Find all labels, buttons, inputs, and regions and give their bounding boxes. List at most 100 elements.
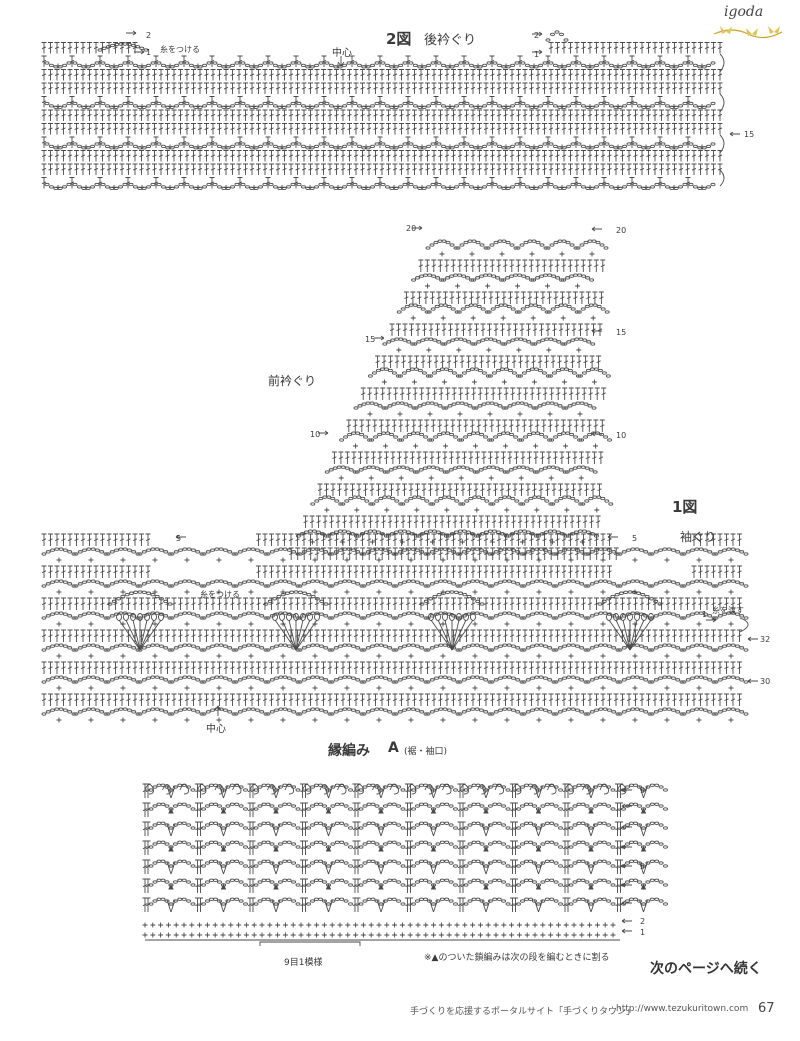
chain-stitch-symbol [94,142,100,146]
chain-stitch-symbol [587,239,593,243]
chain-stitch-symbol [122,675,128,679]
chain-stitch-symbol [168,864,174,868]
chain-stitch-symbol [532,303,538,307]
chain-stitch-symbol [267,599,273,603]
dc-stitch-symbol [420,355,426,368]
dc-stitch-symbol [541,259,547,272]
dc-stitch-symbol [554,259,560,272]
dc-stitch-symbol [607,150,612,162]
sc-stitch-symbol [419,104,425,109]
chain-stitch-symbol [536,495,542,499]
chain-stitch-symbol [468,63,474,68]
dc-stitch-symbol [724,629,729,642]
chain-stitch-symbol [94,612,100,616]
dc-stitch-symbol [158,150,164,162]
chain-stitch-symbol [493,646,499,650]
dc-stitch-symbol [535,82,541,94]
chain-stitch-symbol [323,582,329,586]
chain-stitch-symbol [553,680,559,684]
dc-stitch-symbol [158,629,164,642]
sc-stitch-symbol [314,922,320,928]
dc-stitch-symbol [717,661,723,674]
sc-stitch-symbol [589,251,595,257]
dc-stitch-symbol [385,419,391,432]
dc-stitch-symbol [441,483,446,496]
dc-stitch-symbol [691,693,697,706]
chain-stitch-symbol [707,550,713,554]
chain-stitch-symbol [397,614,403,618]
chain-stitch-symbol [430,142,436,146]
sc-stitch-symbol [536,685,542,691]
sc-stitch-symbol [344,717,350,723]
dc-stitch-symbol [418,533,424,546]
chain-stitch-symbol [654,182,660,187]
fan-puff-symbol [158,613,164,621]
dc-stitch-symbol [132,693,138,706]
chain-stitch-symbol [503,406,509,410]
dc-stitch-symbol [493,323,499,336]
chain-stitch-symbol [553,240,559,245]
dc-stitch-symbol [329,515,335,528]
dc-stitch-symbol [353,547,359,560]
dc-stitch-symbol [178,693,183,706]
sc-stitch-symbol [344,621,350,627]
chain-stitch-symbol [460,502,466,506]
dc-stitch-symbol [153,177,159,189]
v-stitch-symbol [639,899,648,913]
dc-stitch-symbol [249,597,255,610]
sc-stitch-symbol [545,283,551,289]
dc-stitch-symbol [93,661,99,674]
chain-stitch-symbol [498,612,504,616]
chain-stitch-symbol [533,406,539,410]
chain-stitch-symbol [122,643,128,647]
chain-stitch-symbol [184,182,190,187]
dc-stitch-symbol [392,547,398,560]
chain-stitch-symbol [472,470,478,474]
dc-stitch-symbol [574,629,580,642]
chain-stitch-symbol [626,676,632,680]
chain-stitch-symbol [666,611,672,615]
dc-stitch-symbol [545,177,551,189]
chain-stitch-symbol [225,861,231,865]
chain-stitch-symbol [489,616,495,620]
chain-stitch-symbol [393,584,399,588]
dc-stitch-symbol [54,629,60,642]
chain-stitch-symbol [132,104,138,108]
dc-stitch-symbol [442,451,448,464]
sc-stitch-symbol [384,507,390,513]
dc-stitch-symbol [520,451,526,464]
chain-stitch-symbol [547,582,553,586]
sc-stitch-symbol [353,932,359,938]
chain-stitch-symbol [681,680,687,684]
chain-stitch-symbol [408,468,414,472]
chain-stitch-symbol [382,676,388,680]
chain-stitch-symbol [558,496,564,501]
chain-stitch-symbol [468,144,474,149]
chain-stitch-symbol [397,550,403,554]
chain-stitch-symbol [257,899,263,903]
dc-stitch-symbol [106,150,112,162]
dc-stitch-symbol [698,82,703,94]
chain-stitch-symbol [645,899,651,903]
dc-stitch-symbol [533,451,539,464]
chain-stitch-symbol [374,675,380,679]
dc-stitch-symbol [366,565,372,578]
chain-stitch-symbol [592,303,598,307]
dc-stitch-symbol [80,150,86,162]
dc-stitch-symbol [74,163,79,175]
chain-stitch-symbol [120,594,126,599]
chain-stitch-symbol [250,675,256,679]
chain-stitch-symbol [169,616,175,620]
dc-stitch-symbol [480,483,485,496]
chain-stitch-symbol [493,614,499,618]
chain-stitch-symbol [524,466,530,470]
dc-stitch-symbol [538,483,544,496]
chain-stitch-symbol [233,648,239,652]
chain-stitch-symbol [743,680,749,684]
chain-stitch-symbol [48,63,54,68]
dc-stitch-symbol [685,136,691,148]
chain-stitch-symbol [593,367,599,371]
dc-stitch-symbol [431,565,437,578]
dc-stitch-symbol [434,483,440,496]
sc-stitch-symbol [307,63,313,69]
